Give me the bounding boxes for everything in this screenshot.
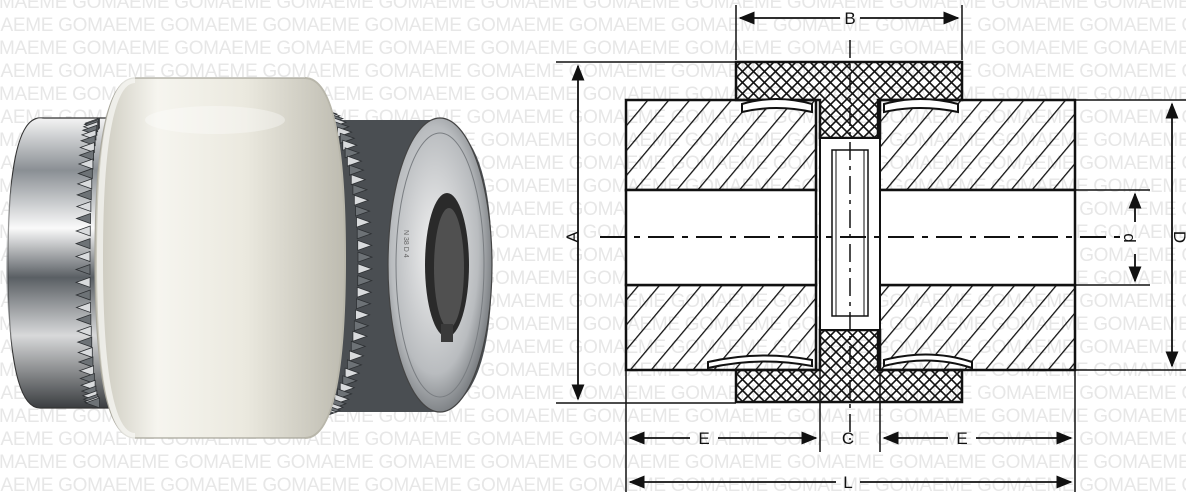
gear-tooth (352, 330, 369, 342)
dim-label-e-left: E (698, 429, 709, 448)
gear-tooth (349, 164, 365, 176)
coupling-photo: N 38 D 4 (6, 77, 493, 439)
gear-tooth (352, 184, 369, 196)
dim-label-d-outer: D (1170, 231, 1186, 243)
gear-tooth (76, 336, 93, 348)
gear-tooth (75, 289, 91, 301)
gear-tooth (357, 239, 373, 251)
dim-label-l: L (843, 473, 852, 492)
gear-tooth (355, 309, 371, 321)
nylon-sleeve (94, 77, 347, 439)
gear-tooth (75, 225, 91, 237)
gear-tooth (357, 275, 373, 287)
gear-tooth (75, 313, 92, 326)
left-hub-section (624, 98, 818, 372)
dim-label-b: B (844, 9, 855, 28)
gear-tooth (79, 141, 95, 154)
section-drawing: A B D d E C E L (556, 5, 1186, 492)
dimension-labels: A B D d E C E L (563, 9, 1186, 492)
gear-tooth (350, 174, 367, 186)
gear-tooth (77, 167, 93, 180)
gear-tooth (339, 382, 356, 394)
gear-tooth (78, 365, 95, 377)
gear-tooth (346, 359, 363, 371)
gear-tooth (76, 178, 93, 190)
gear-tooth (349, 350, 365, 362)
dim-label-a: A (563, 231, 582, 243)
gear-tooth (76, 189, 92, 201)
tooth-pockets (707, 98, 973, 370)
gear-tooth (357, 251, 374, 263)
dimension-lines (571, 11, 1179, 489)
gear-tooth (77, 346, 93, 359)
gear-tooth (342, 375, 358, 387)
gear-tooth (346, 155, 363, 167)
gear-tooth (356, 216, 372, 228)
gear-tooth (350, 340, 367, 352)
gear-tooth (356, 228, 373, 240)
gear-tooth (353, 194, 370, 206)
left-hub (6, 117, 121, 409)
dim-label-c: C (842, 429, 854, 448)
gear-tooth (357, 263, 374, 275)
gear-tooth (84, 397, 100, 409)
gear-tooth (76, 325, 92, 337)
gear-tooth (75, 301, 91, 314)
gear-tooth (356, 286, 373, 298)
gear-tooth (74, 263, 91, 276)
gear-tooth (356, 298, 372, 310)
gear-tooth (77, 356, 94, 368)
gear-tooth (77, 158, 94, 170)
svg-text:N 38 D 4: N 38 D 4 (402, 230, 409, 258)
gear-tooth (355, 205, 371, 217)
gear-tooth (353, 320, 370, 332)
dim-label-e-right: E (956, 429, 967, 448)
gear-tooth (74, 250, 91, 263)
gear-tooth (75, 200, 92, 213)
right-hub-section (876, 98, 1077, 372)
gear-tooth (74, 238, 91, 250)
extension-lines (556, 5, 1186, 492)
gear-tooth (344, 147, 361, 159)
right-hub: N 38 D 4 (330, 117, 493, 413)
gear-tooth (75, 212, 91, 225)
dim-label-d-bore: d (1120, 233, 1139, 242)
gear-tooth (344, 367, 361, 379)
gear-tooth (74, 276, 91, 288)
gear-tooth (342, 139, 358, 151)
left-gear-teeth (74, 117, 100, 409)
gear-tooth (79, 372, 95, 385)
gear-tooth (78, 149, 95, 161)
